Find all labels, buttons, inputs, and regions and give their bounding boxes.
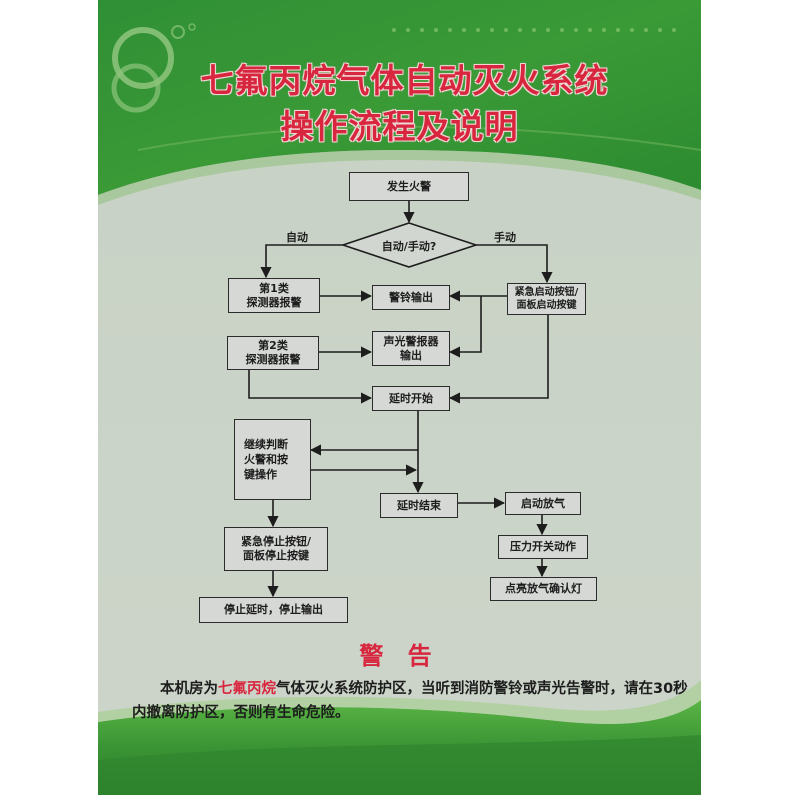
flow-manual-start-button: 紧急启动按钮/ 面板启动按键 — [507, 283, 586, 315]
flowchart-connectors — [248, 200, 553, 598]
signboard: 七氟丙烷气体自动灭火系统 操作流程及说明 — [98, 0, 701, 795]
flow-strobe-output: 声光警报器 输出 — [372, 331, 450, 366]
flow-delay-end: 延时结束 — [380, 493, 458, 518]
warning-text-agent: 七氟丙烷 — [218, 681, 276, 697]
flow-decision-auto-manual: 自动/手动? — [381, 240, 437, 253]
warning-text-post: 气体灭火系统防护区，当听到消防警铃或声光告警时，请在30秒内撤离防护区，否则有生… — [132, 681, 688, 721]
branch-label-auto: 自动 — [286, 231, 308, 244]
background-artwork — [98, 0, 701, 795]
title-line-2: 操作流程及说明 — [280, 107, 519, 146]
flow-delay-start: 延时开始 — [372, 386, 450, 411]
flow-release-gas: 启动放气 — [505, 492, 581, 515]
flow-start-fire-alarm: 发生火警 — [349, 172, 469, 201]
flow-detector-1-alarm: 第1类 探测器报警 — [228, 278, 320, 313]
warning-text-pre: 本机房为 — [160, 681, 218, 697]
flow-pressure-switch: 压力开关动作 — [498, 535, 588, 559]
warning-title: 警 告 — [359, 642, 440, 670]
branch-label-manual: 手动 — [494, 231, 516, 244]
flow-emergency-stop-button: 紧急停止按钮/ 面板停止按键 — [224, 527, 328, 571]
flow-stop-output: 停止延时，停止输出 — [199, 597, 348, 623]
flow-continue-judge: 继续判断 火警和按 键操作 — [234, 419, 311, 500]
title-line-1: 七氟丙烷气体自动灭火系统 — [200, 61, 609, 100]
flow-bell-output: 警铃输出 — [372, 285, 450, 310]
flow-confirm-light: 点亮放气确认灯 — [490, 577, 597, 601]
warning-text: 本机房为七氟丙烷气体灭火系统防护区，当听到消防警铃或声光告警时，请在30秒内撤离… — [132, 677, 692, 725]
flow-detector-2-alarm: 第2类 探测器报警 — [227, 336, 319, 370]
